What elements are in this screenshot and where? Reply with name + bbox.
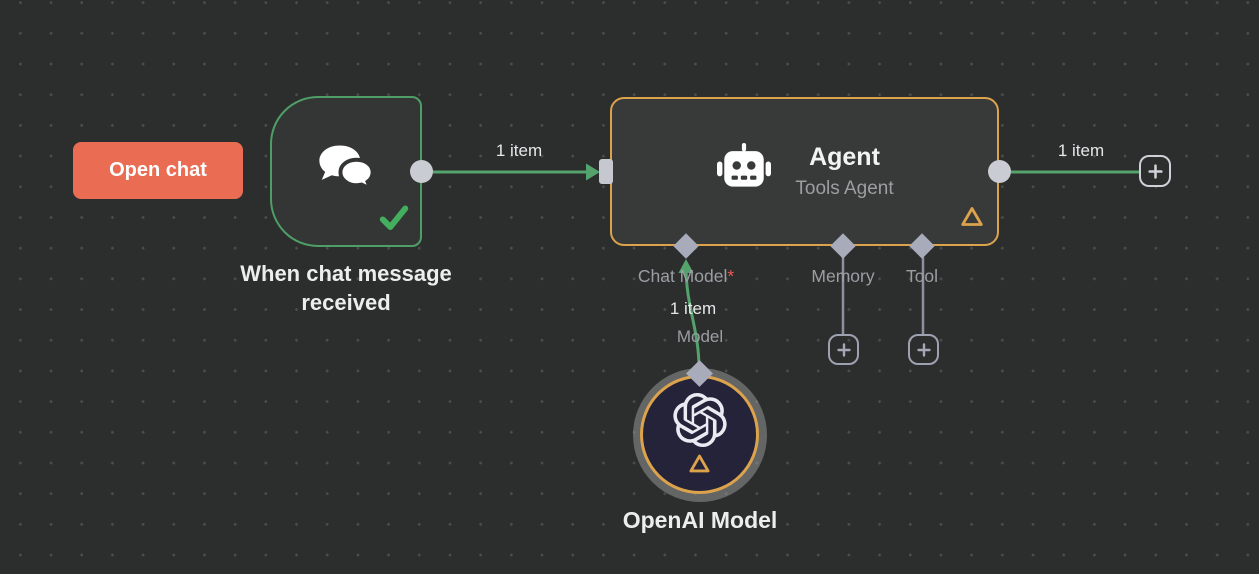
warning-triangle-icon	[960, 205, 984, 233]
agent-output-endpoint[interactable]	[988, 160, 1011, 183]
edge-items-label: 1 item	[1057, 141, 1105, 160]
required-marker: *	[727, 266, 735, 286]
node-openai-model[interactable]	[640, 375, 759, 494]
edge-port-label: Model	[676, 327, 724, 346]
port-label-tool: Tool	[905, 266, 939, 286]
edge-model-to-agent[interactable]	[684, 266, 701, 369]
add-tool-button[interactable]	[908, 334, 939, 365]
node-chat-trigger[interactable]	[270, 96, 422, 247]
robot-icon	[715, 142, 773, 201]
open-chat-button[interactable]: Open chat	[73, 142, 243, 199]
edge-arrow-icon	[586, 163, 600, 181]
agent-node-title: Agent	[809, 143, 880, 171]
chat-bubbles-icon	[315, 143, 377, 200]
edge-items-label: 1 item	[669, 299, 717, 318]
warning-triangle-icon	[687, 453, 712, 479]
node-agent[interactable]: Agent Tools Agent	[610, 97, 999, 246]
agent-node-subtitle: Tools Agent	[795, 178, 894, 199]
plus-icon	[836, 342, 851, 357]
edge-arrow-up-icon	[678, 259, 694, 273]
openai-logo-icon	[672, 392, 727, 452]
agent-input-endpoint[interactable]	[599, 159, 613, 184]
add-memory-button[interactable]	[828, 334, 859, 365]
add-node-button[interactable]	[1139, 155, 1171, 187]
port-label-chat-model: Chat Model*	[616, 266, 756, 287]
trigger-node-label: When chat message received	[240, 261, 452, 315]
plus-icon	[1147, 163, 1163, 179]
port-label-text: Chat Model	[637, 266, 728, 286]
success-check-icon	[379, 205, 409, 236]
port-label-memory: Memory	[811, 266, 875, 286]
plus-icon	[916, 342, 931, 357]
trigger-output-endpoint[interactable]	[410, 160, 433, 183]
openai-node-label: OpenAI Model	[622, 507, 778, 533]
agent-node-text: Agent Tools Agent	[795, 143, 893, 200]
edge-items-label: 1 item	[495, 141, 543, 160]
